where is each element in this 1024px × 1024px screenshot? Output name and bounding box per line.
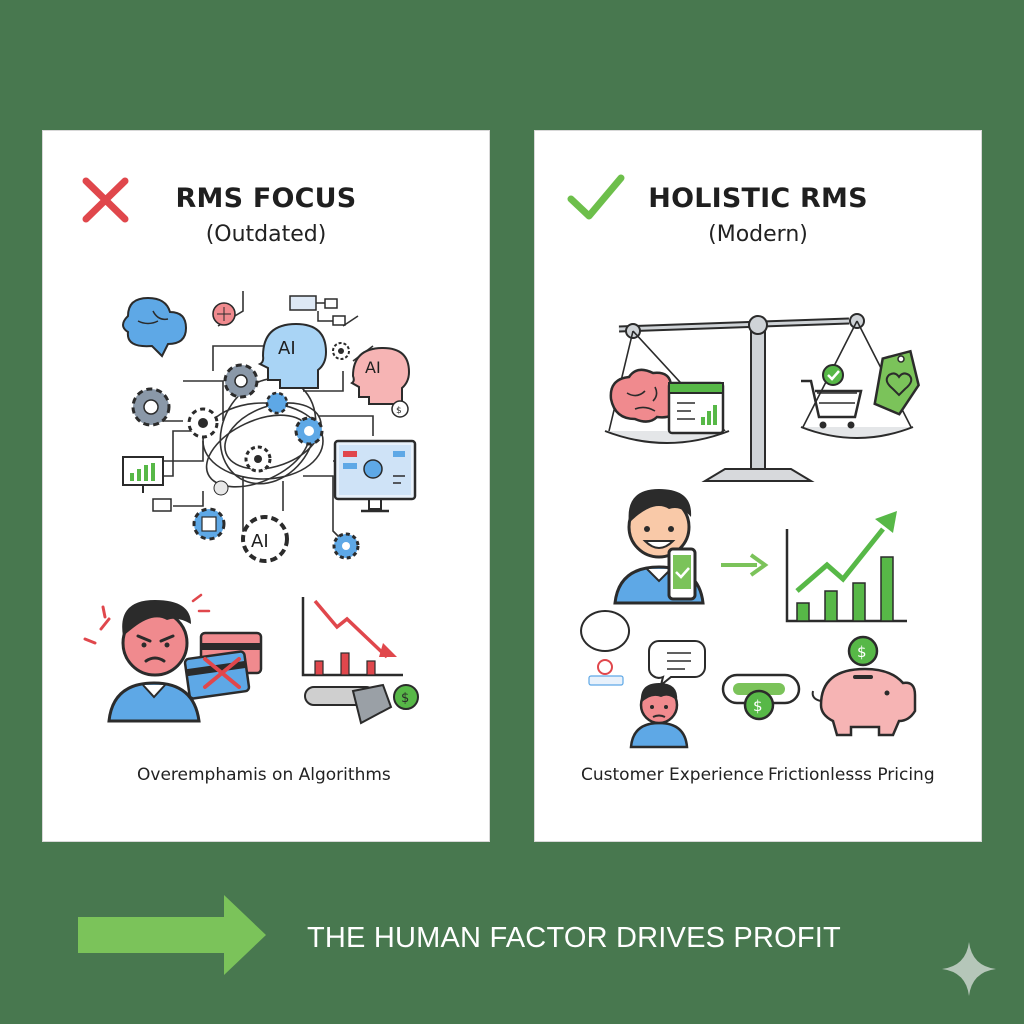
tiny-box-icon (152, 498, 172, 512)
gear-icon (332, 342, 350, 360)
outdated-panel-title: RMS FOCUS (175, 183, 357, 214)
dollar-coin-icon: $ (391, 400, 409, 418)
gear-icon (244, 445, 272, 473)
flowchart-icon (289, 295, 346, 326)
ai-label: AI (365, 358, 381, 377)
dollar-coin-icon (213, 480, 229, 496)
ai-head-icon: AI (257, 322, 328, 389)
small-brain-icon (212, 302, 236, 326)
price-tag-heart-icon (873, 349, 920, 416)
customer-icon (629, 683, 689, 749)
ai-gear-icon: AI (241, 515, 289, 563)
gear-icon (223, 363, 259, 399)
ai-head-icon: AI (350, 346, 411, 405)
monitor-icon (333, 439, 417, 513)
sparkle-icon (942, 942, 996, 996)
gear-icon (265, 391, 289, 415)
frustrated-customer-icon (83, 593, 211, 723)
piggy-bank-icon: $ (811, 635, 917, 737)
money-exchange-icon: $ (304, 683, 419, 725)
svg-text:$: $ (401, 691, 409, 706)
customer-experience-caption: Customer Experience (581, 765, 764, 785)
check-icon (567, 174, 625, 220)
chat-bubble-icon (647, 640, 706, 688)
frictionless-pricing-caption: Frictionlesss Pricing (768, 765, 935, 785)
gear-icon (187, 407, 219, 439)
svg-text:$: $ (857, 643, 867, 661)
outdated-panel-subtitle: (Outdated) (205, 222, 327, 247)
speech-bubble-icon (580, 610, 631, 686)
ai-label: AI (278, 338, 296, 359)
happy-customer-icon (613, 489, 705, 605)
shopping-cart-icon (801, 364, 863, 429)
chart-monitor-icon (122, 456, 164, 493)
declined-credit-card-icon (183, 631, 263, 700)
database-gear-icon (192, 507, 226, 541)
modern-panel-subtitle: (Modern) (708, 222, 808, 247)
gear-icon (131, 387, 171, 427)
algorithm-caption: Overemphamis on Algorithms (137, 765, 391, 785)
modern-panel-title: HOLISTIC RMS (648, 183, 868, 214)
rising-chart-icon (785, 511, 907, 623)
outdated-rms-panel: AI AI (42, 130, 490, 842)
svg-text:$: $ (753, 697, 763, 715)
declining-chart-icon (301, 597, 403, 677)
svg-text:$: $ (396, 406, 402, 416)
balance-scale-icon (604, 313, 914, 482)
ai-label: AI (251, 531, 269, 552)
modern-rms-panel: $ $ HOLISTIC RMS (Modern) Customer Exper… (534, 130, 982, 842)
outdated-illustration: AI AI (82, 177, 419, 725)
brain-icon (122, 296, 188, 358)
gear-icon (294, 416, 324, 446)
dashboard-icon (667, 381, 725, 435)
footer-message: THE HUMAN FACTOR DRIVES PROFIT (307, 922, 841, 954)
modern-illustration: $ $ (567, 174, 920, 749)
cross-icon (82, 177, 129, 223)
arrow-right-icon (721, 553, 769, 577)
gear-icon (332, 532, 360, 560)
pricing-toggle-icon: $ (721, 673, 801, 721)
footer-arrow-icon (78, 895, 266, 975)
